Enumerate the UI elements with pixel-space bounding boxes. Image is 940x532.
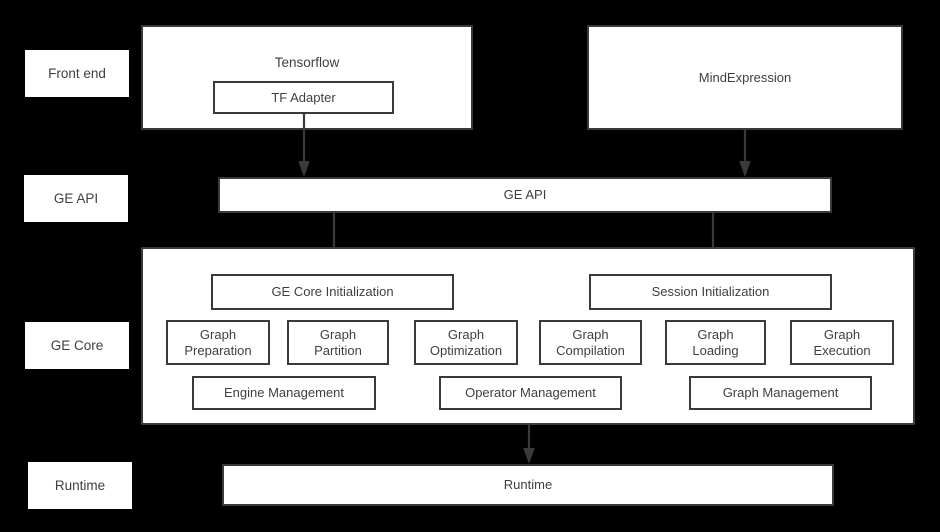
arrow-tf-adapter-to-ge-api (296, 113, 312, 179)
graph-management-box[interactable]: Graph Management (689, 376, 872, 410)
arrow-mindexpression-to-ge-api (737, 130, 753, 179)
ge-api-bar[interactable]: GE API (218, 177, 832, 213)
operator-management-box[interactable]: Operator Management (439, 376, 622, 410)
layer-label-ge-core: GE Core (25, 322, 129, 369)
tensorflow-group-title: Tensorflow (274, 55, 340, 70)
engine-management-box[interactable]: Engine Management (192, 376, 376, 410)
graph-compilation-box[interactable]: Graph Compilation (539, 320, 642, 365)
layer-label-runtime: Runtime (28, 462, 132, 509)
session-initialization-box[interactable]: Session Initialization (589, 274, 832, 310)
layer-label-front-end: Front end (25, 50, 129, 97)
ge-core-initialization-box[interactable]: GE Core Initialization (211, 274, 454, 310)
mindexpression-box[interactable]: MindExpression (587, 25, 903, 130)
graph-preparation-box[interactable]: Graph Preparation (166, 320, 270, 365)
arrow-ge-core-to-runtime (521, 425, 537, 466)
runtime-bar[interactable]: Runtime (222, 464, 834, 506)
layer-label-ge-api: GE API (24, 175, 128, 222)
tf-adapter-box[interactable]: TF Adapter (213, 81, 394, 114)
graph-execution-box[interactable]: Graph Execution (790, 320, 894, 365)
graph-loading-box[interactable]: Graph Loading (665, 320, 766, 365)
graph-optimization-box[interactable]: Graph Optimization (414, 320, 518, 365)
graph-partition-box[interactable]: Graph Partition (287, 320, 389, 365)
